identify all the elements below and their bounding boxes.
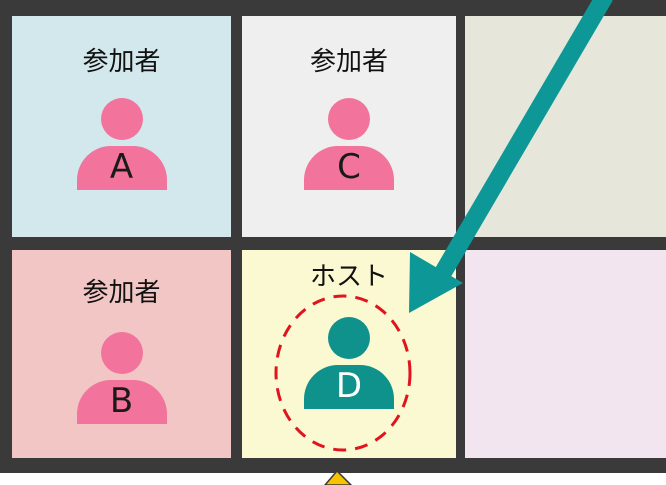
avatar-letter: D xyxy=(335,366,363,406)
avatar-letter: B xyxy=(109,381,134,421)
person-icon: C xyxy=(304,98,394,196)
avatar-body xyxy=(76,380,167,424)
role-label: ホスト xyxy=(309,262,388,292)
arrow-icon xyxy=(409,0,613,313)
person-icon: A xyxy=(76,98,167,196)
person-icon: D xyxy=(304,317,394,415)
empty-tile xyxy=(465,250,666,458)
avatar-head xyxy=(328,98,370,140)
pointer-icon xyxy=(324,469,353,485)
avatar-head xyxy=(100,98,143,140)
dashed-circle xyxy=(274,294,412,452)
avatar-head xyxy=(328,317,370,359)
person-icon: B xyxy=(76,332,167,430)
avatar-head xyxy=(100,332,143,374)
role-label: 参加者 xyxy=(309,47,388,77)
role-label: 参加者 xyxy=(82,47,161,77)
participant-tile-b: 参加者 B xyxy=(12,250,231,458)
avatar-letter: A xyxy=(109,147,134,187)
participant-tile-a: 参加者 A xyxy=(12,16,231,237)
participant-tile-c: 参加者 C xyxy=(242,16,456,237)
avatar-body xyxy=(304,365,394,409)
avatar-letter: C xyxy=(337,147,361,187)
avatar-body xyxy=(304,146,394,190)
avatar-body xyxy=(76,146,167,190)
role-label: 参加者 xyxy=(82,278,161,308)
